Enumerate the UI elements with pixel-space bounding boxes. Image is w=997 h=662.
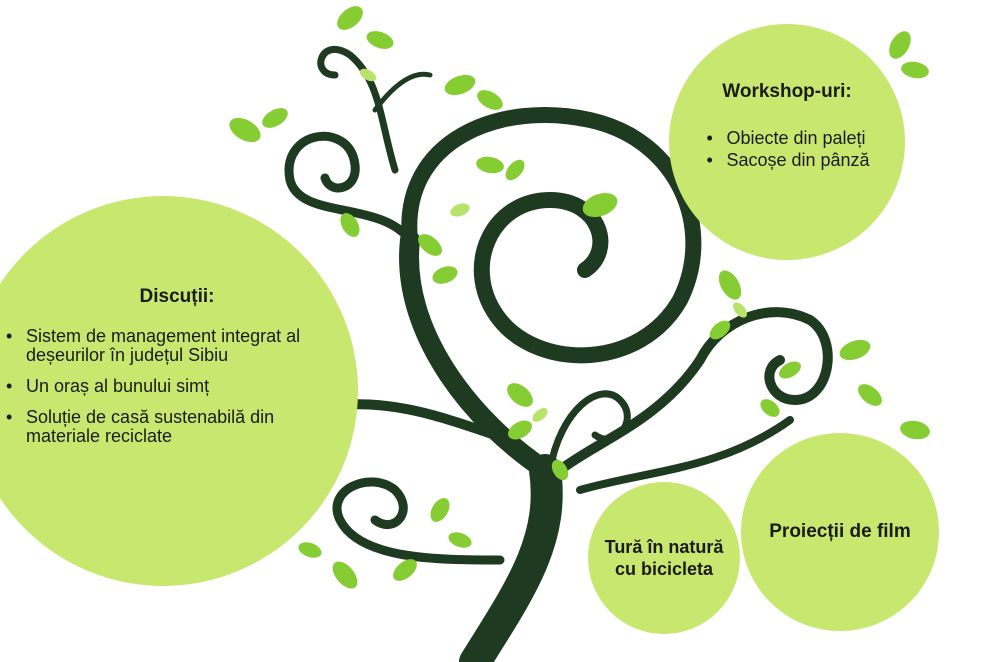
leaf	[432, 266, 458, 284]
list-item: Sistem de management integrat al deșeuri…	[4, 326, 314, 365]
top-curl-branch-2	[372, 71, 433, 113]
leaf	[340, 213, 360, 237]
tree-leaves-light	[359, 68, 747, 422]
list-item: Un oraș al bunului simț	[4, 376, 314, 396]
leaf	[532, 408, 548, 422]
workshop-title: Workshop-uri:	[722, 80, 852, 102]
top-left-spiral-branch	[284, 131, 415, 245]
leaf	[733, 302, 747, 318]
leaf	[900, 420, 930, 440]
leaf	[229, 117, 261, 143]
proiectii-title: Proiecții de film	[769, 520, 911, 542]
leaf	[779, 361, 801, 379]
leaf	[839, 339, 871, 361]
leaf	[298, 542, 322, 558]
tree-branches	[284, 45, 833, 662]
workshop-bubble: Workshop-uri: Obiecte din paleți Sacoșe …	[669, 24, 905, 260]
leaf	[551, 459, 569, 481]
leaf	[332, 561, 358, 589]
leaf	[450, 203, 470, 217]
discutii-list: Sistem de management integrat al deșeuri…	[4, 326, 314, 458]
leaf	[760, 399, 780, 417]
leaf	[430, 498, 450, 522]
leaf	[418, 234, 442, 256]
leaf	[444, 74, 476, 96]
main-spiral-branch	[401, 107, 702, 364]
leaf	[507, 383, 533, 407]
tree-trunk-left	[399, 230, 555, 480]
leaf	[582, 192, 618, 218]
leaf	[476, 156, 504, 174]
leaf	[262, 108, 288, 128]
leaf	[889, 31, 911, 59]
lower-left-spiral-branch	[332, 477, 505, 565]
leaf	[901, 61, 929, 79]
top-curl-branch	[317, 45, 399, 174]
list-item: Sacoșe din pânză	[704, 151, 869, 171]
leaf	[858, 384, 882, 406]
leaf	[448, 532, 472, 548]
workshop-list: Obiecte din paleți Sacoșe din pânză	[704, 129, 869, 173]
tree-leaves	[229, 6, 930, 589]
leaf	[505, 159, 525, 181]
leaf	[508, 420, 532, 440]
leaf	[393, 559, 417, 581]
discutii-title: Discuții:	[139, 286, 215, 308]
leaf	[477, 90, 503, 110]
tura-bubble: Tură în natură cu bicicleta	[588, 482, 740, 634]
leaf	[337, 6, 363, 30]
tura-title: Tură în natură cu bicicleta	[604, 536, 724, 580]
leaf	[718, 270, 742, 300]
right-branch	[555, 307, 833, 475]
tree-trunk	[459, 454, 563, 662]
leaf	[709, 320, 731, 340]
proiectii-bubble: Proiecții de film	[741, 433, 939, 631]
right-lower-branch	[576, 416, 794, 494]
list-item: Obiecte din paleți	[704, 129, 869, 149]
left-branch	[335, 399, 515, 445]
leaf	[359, 68, 377, 82]
discutii-bubble: Discuții: Sistem de management integrat …	[0, 196, 358, 586]
list-item: Soluție de casă sustenabilă din material…	[4, 407, 314, 446]
leaf	[366, 31, 394, 49]
